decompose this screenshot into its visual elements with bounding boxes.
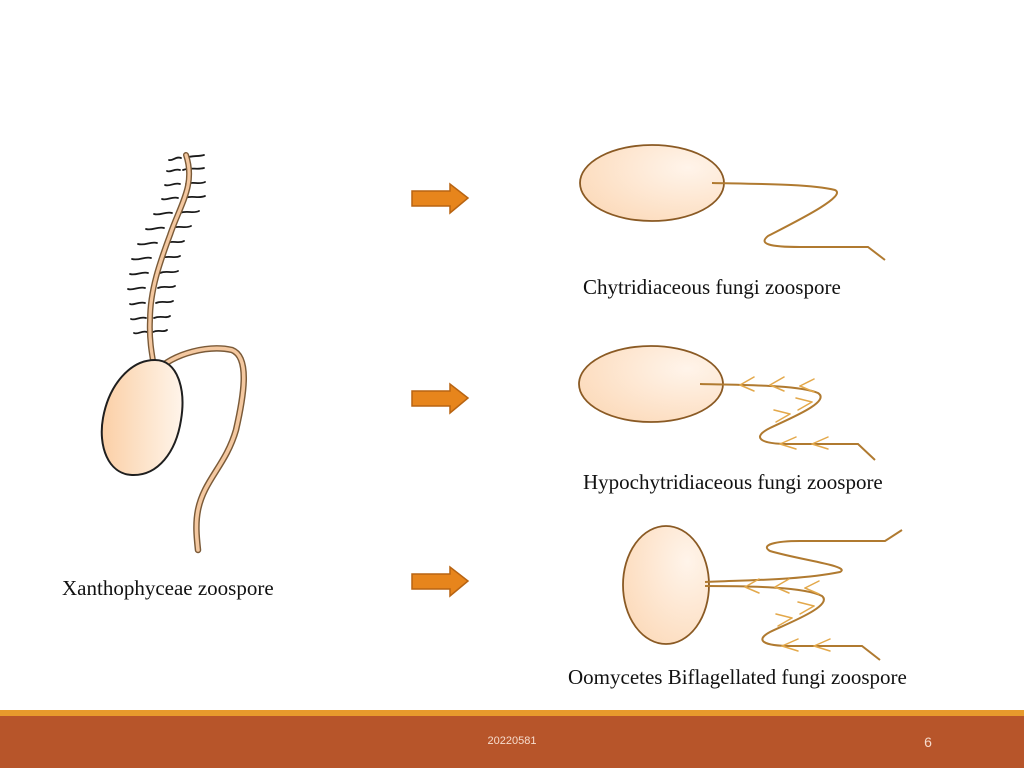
hypochytridiaceous-zoospore [578,345,876,461]
zoospore-diagram [100,144,903,661]
right-arrow-icon [411,565,470,598]
cell-body [622,525,710,645]
right-arrow-icon [411,382,470,415]
right-arrow-icon [411,182,470,215]
footer-accent-line [0,710,1024,716]
whiplash-flagellum [711,182,886,261]
mastigonemes [744,578,831,652]
tinsel-flagellum [704,585,881,661]
footer-date: 20220581 [487,735,537,747]
tinsel-flagellum [146,152,193,375]
cell-body [100,358,184,477]
whiplash-flagellum [704,529,903,583]
oomycetes-label: Oomycetes Biflagellated fungi zoospore [568,665,907,689]
hypochytridiaceous-label: Hypochytridiaceous fungi zoospore [583,470,883,494]
xanthophyceae-label: Xanthophyceae zoospore [62,576,274,600]
tinsel-flagellum [699,383,876,461]
oomycetes-zoospore [622,525,903,661]
chytridiaceous-label: Chytridiaceous fungi zoospore [583,275,841,299]
cell-body [579,144,725,222]
slide-footer: 20220581 6 [0,710,1024,768]
mastigonemes [739,376,829,450]
footer-bar [0,716,1024,768]
chytridiaceous-zoospore [579,144,886,261]
page-number: 6 [924,734,932,750]
xanthophyceae-zoospore [100,152,247,554]
